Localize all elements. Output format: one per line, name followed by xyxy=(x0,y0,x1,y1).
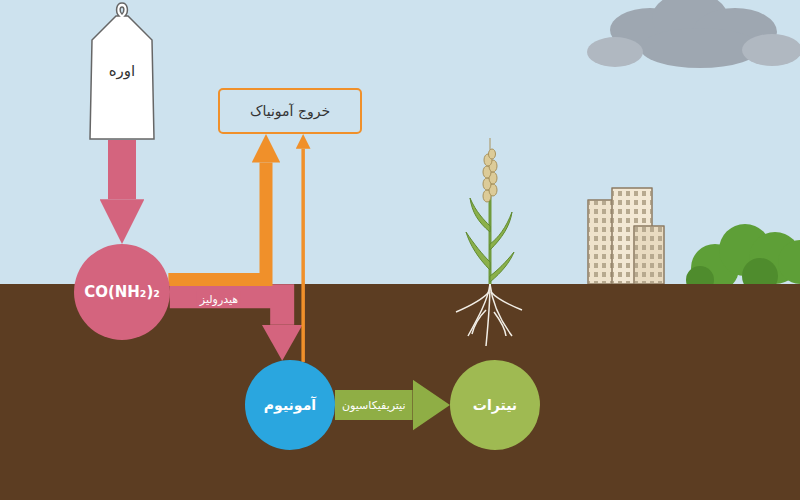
roots xyxy=(456,284,522,346)
node-text: آمونیوم xyxy=(264,397,316,413)
application-arrow xyxy=(108,140,136,199)
soil xyxy=(0,284,800,500)
nitrate-circle: نیترات xyxy=(450,360,540,450)
buildings xyxy=(588,188,664,284)
process-box: خروج آمونیاک xyxy=(218,88,362,134)
node-text: اوره xyxy=(109,62,136,80)
bag-outline xyxy=(86,0,158,140)
cloud xyxy=(587,0,800,68)
bush xyxy=(686,224,800,294)
node-text: خروج آمونیاک xyxy=(250,103,330,119)
node-text: CO(NH₂)₂ xyxy=(84,283,160,301)
node-text: نیترات xyxy=(473,397,517,413)
wheat-ear xyxy=(483,149,497,202)
ammonium-circle: آمونیوم xyxy=(245,360,335,450)
nitrification-arrow xyxy=(335,390,413,420)
volatilization-arrow xyxy=(168,163,266,280)
bag-shape xyxy=(90,3,154,139)
hydrolysis-arrow xyxy=(170,296,282,325)
volatilization-arrow xyxy=(301,149,305,362)
edge-label: نیتریفیکاسیون xyxy=(339,398,408,413)
wheat-plant xyxy=(456,138,522,346)
edge-label: هیدرولیز xyxy=(197,292,241,307)
urea-circle: CO(NH₂)₂ xyxy=(74,244,170,340)
fertilizer-bag: اوره xyxy=(86,0,158,140)
